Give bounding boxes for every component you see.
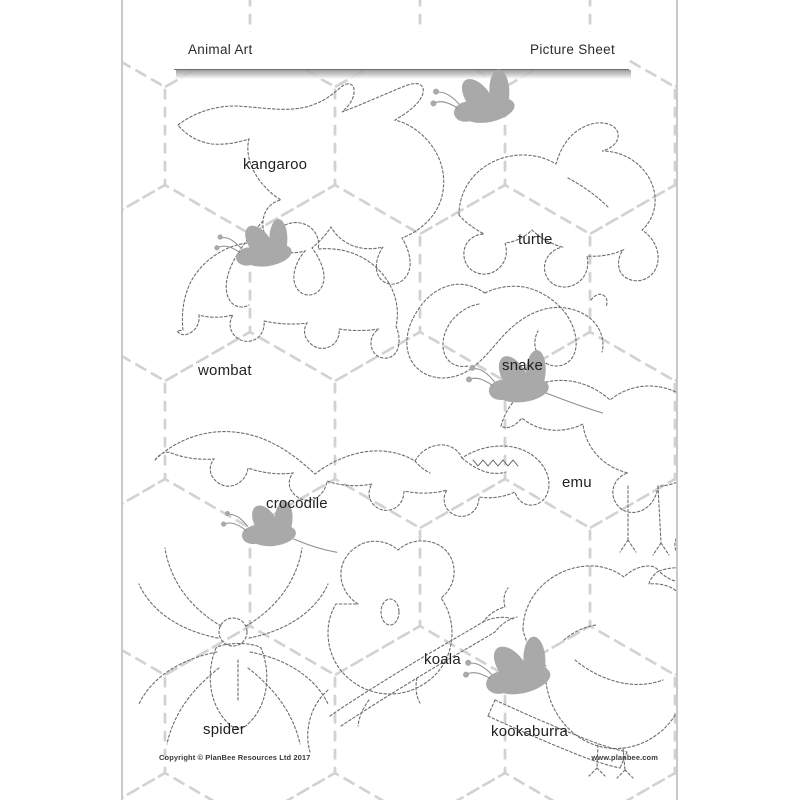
footer-copyright: Copyright © PlanBee Resources Ltd 2017: [159, 753, 311, 762]
kookaburra-outline: [487, 565, 676, 779]
turtle-outline: [458, 122, 659, 288]
page-title-left: Animal Art: [188, 42, 253, 57]
animal-label-spider: spider: [203, 721, 246, 738]
animal-label-turtle: turtle: [518, 231, 553, 248]
footer-website-url[interactable]: www.planbee.com: [591, 753, 658, 762]
animal-label-wombat: wombat: [198, 362, 252, 379]
animal-label-kangaroo: kangaroo: [243, 156, 308, 173]
spider-outline: [138, 547, 329, 745]
emu-outline: [500, 379, 676, 556]
bee-kookaburra: [463, 636, 551, 695]
animal-label-koala: koala: [424, 651, 461, 668]
crocodile-outline: [154, 431, 550, 517]
kangaroo-outline: [177, 83, 445, 308]
animal-label-kookaburra: kookaburra: [491, 723, 569, 740]
bee-wombat: [214, 218, 292, 267]
bee-emu: [466, 350, 604, 414]
animal-label-snake: snake: [502, 357, 544, 374]
wombat-outline: [176, 222, 400, 359]
hexagon-grid-background: [123, 0, 676, 800]
banner-shadow: [176, 70, 631, 79]
koala-outline: [307, 540, 518, 753]
page-title-right: Picture Sheet: [530, 42, 615, 57]
animal-outline-artwork: .ink { fill:none; stroke:#5a5a5a; stroke…: [138, 69, 676, 779]
animal-label-emu: emu: [562, 474, 592, 491]
worksheet-page: Animal Art Picture Sheet .ink { fill:non…: [121, 0, 678, 800]
header-banner: Animal Art Picture Sheet: [174, 32, 631, 79]
banner-rule: [174, 69, 629, 70]
animal-label-crocodile: crocodile: [266, 495, 328, 512]
